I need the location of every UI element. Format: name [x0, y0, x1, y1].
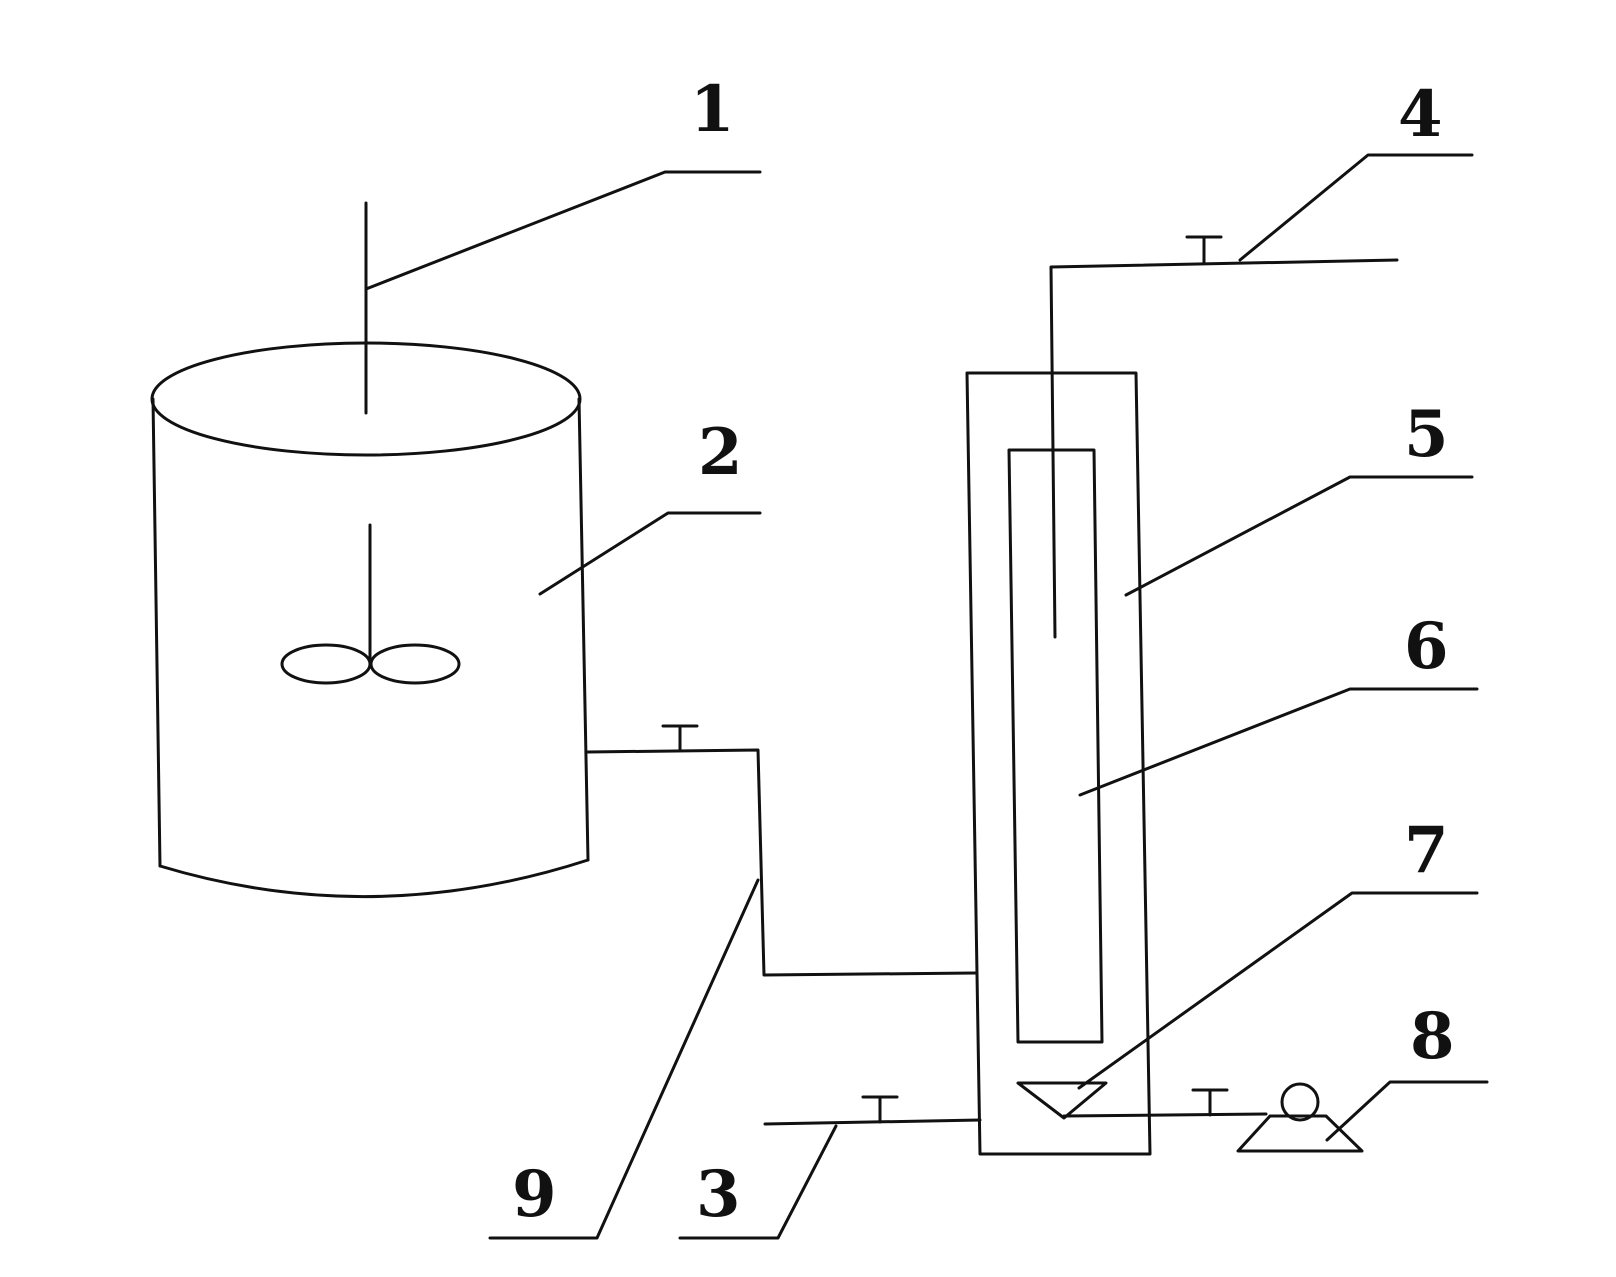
label-1: 1: [690, 72, 735, 147]
air-pump: [1062, 1082, 1364, 1153]
outlet-valve-icon: [1185, 235, 1223, 265]
gas-distributor: [1016, 1081, 1108, 1120]
leader-line-1: [364, 170, 762, 291]
air-valve-icon: [1191, 1088, 1229, 1117]
outer-column: [965, 371, 1152, 1156]
tank-right-wall: [577, 397, 590, 862]
gas-distributor-funnel: [1016, 1081, 1108, 1120]
air-pump-base: [1236, 1114, 1364, 1153]
leader-line-9: [488, 878, 760, 1240]
impeller-blade-left: [280, 643, 372, 685]
outlet-pipe-line: [1049, 258, 1399, 639]
label-9: 9: [512, 1157, 557, 1232]
leader-lines: [364, 153, 1489, 1240]
leader-line-6: [1078, 687, 1479, 797]
air-pump-head: [1280, 1082, 1320, 1122]
impeller-blade-right: [369, 643, 461, 685]
air-line: [1062, 1112, 1268, 1118]
leader-line-7: [1077, 891, 1479, 1090]
labels: 1 2 4 5 6 7 8 9 3: [512, 72, 1455, 1232]
agitator: [280, 201, 461, 685]
inner-tube-wall: [1007, 448, 1104, 1044]
tank-left-wall: [151, 397, 162, 868]
connection-pipe: [586, 724, 977, 977]
outer-column-shell: [965, 371, 1152, 1156]
leader-line-2: [538, 511, 762, 596]
inner-tube: [1007, 448, 1104, 1044]
tank-bottom: [158, 858, 590, 898]
leader-line-5: [1124, 475, 1474, 597]
leader-line-4: [1238, 153, 1474, 262]
label-3: 3: [696, 1157, 741, 1232]
label-5: 5: [1404, 397, 1449, 472]
leader-line-8: [1325, 1080, 1489, 1142]
outlet-pipe: [1049, 235, 1399, 639]
label-6: 6: [1404, 609, 1449, 684]
inlet-pipe-line: [763, 1118, 982, 1126]
transfer-valve-icon: [661, 724, 699, 752]
inlet-pipe: [763, 1095, 982, 1126]
label-8: 8: [1410, 999, 1455, 1074]
label-4: 4: [1398, 77, 1443, 152]
label-7: 7: [1404, 813, 1449, 888]
label-2: 2: [698, 415, 743, 490]
leader-line-3: [678, 1124, 838, 1240]
inlet-valve-icon: [861, 1095, 899, 1124]
transfer-pipe: [586, 748, 977, 977]
